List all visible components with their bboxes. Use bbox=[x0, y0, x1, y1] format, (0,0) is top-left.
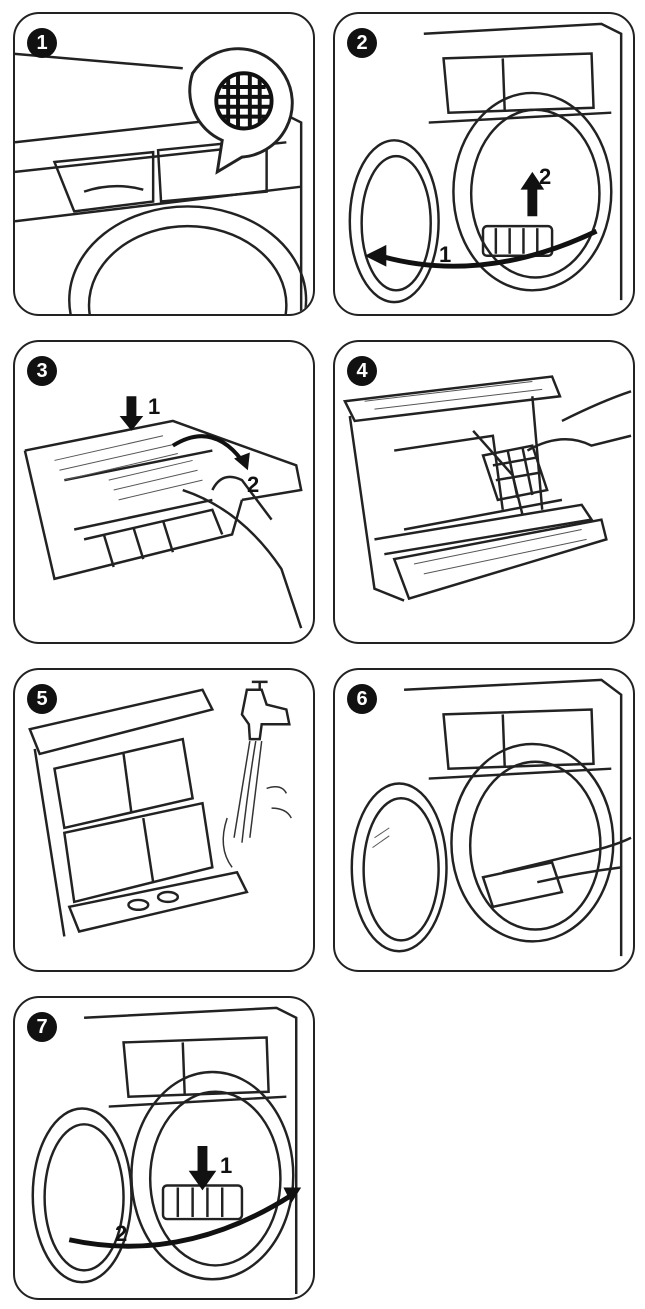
step-number-badge: 6 bbox=[347, 684, 377, 714]
rotate-arrow-icon bbox=[68, 1193, 293, 1249]
step-5-panel: 5 bbox=[13, 668, 315, 972]
callout-number: 1 bbox=[220, 1153, 233, 1178]
reinsert-filter-close-door bbox=[31, 1006, 302, 1295]
callout-number: 1 bbox=[439, 242, 452, 267]
up-arrow-icon bbox=[520, 171, 545, 217]
filter-grid-callout-icon bbox=[214, 71, 274, 131]
down-arrow-icon bbox=[119, 396, 144, 431]
callout-number: 2 bbox=[247, 472, 260, 497]
filter-zoom-callout bbox=[188, 47, 294, 175]
water-stream-icon bbox=[222, 740, 292, 868]
step-number-badge: 1 bbox=[27, 28, 57, 58]
rotate-arrow-icon bbox=[378, 228, 598, 269]
step-number-badge: 2 bbox=[347, 28, 377, 58]
press-release-open-filter bbox=[23, 396, 303, 629]
step-2-panel: 2 1 2 bbox=[333, 12, 635, 316]
step-number-badge: 3 bbox=[27, 356, 57, 386]
remove-inner-mesh bbox=[342, 375, 632, 602]
step-4-panel: 4 bbox=[333, 340, 635, 644]
step-7-panel: 7 1 2 bbox=[13, 996, 315, 1300]
rinse-under-tap bbox=[28, 680, 292, 937]
callout-number: 2 bbox=[115, 1221, 128, 1246]
step-number-badge: 7 bbox=[27, 1012, 57, 1042]
callout-number: 2 bbox=[539, 164, 552, 189]
curved-arrow-icon bbox=[171, 434, 244, 462]
step-6-panel: 6 bbox=[333, 668, 635, 972]
step-number-badge: 5 bbox=[27, 684, 57, 714]
tap-icon bbox=[240, 688, 291, 741]
step-1-panel: 1 bbox=[13, 12, 315, 316]
callout-number: 1 bbox=[148, 394, 161, 419]
step-number-badge: 4 bbox=[347, 356, 377, 386]
step-3-panel: 3 1 2 bbox=[13, 340, 315, 644]
down-arrow-icon bbox=[188, 1146, 217, 1191]
open-door-lift-filter bbox=[348, 22, 623, 304]
clean-filter-housing bbox=[350, 678, 632, 957]
dryer-filter-location-illustration bbox=[15, 47, 308, 314]
